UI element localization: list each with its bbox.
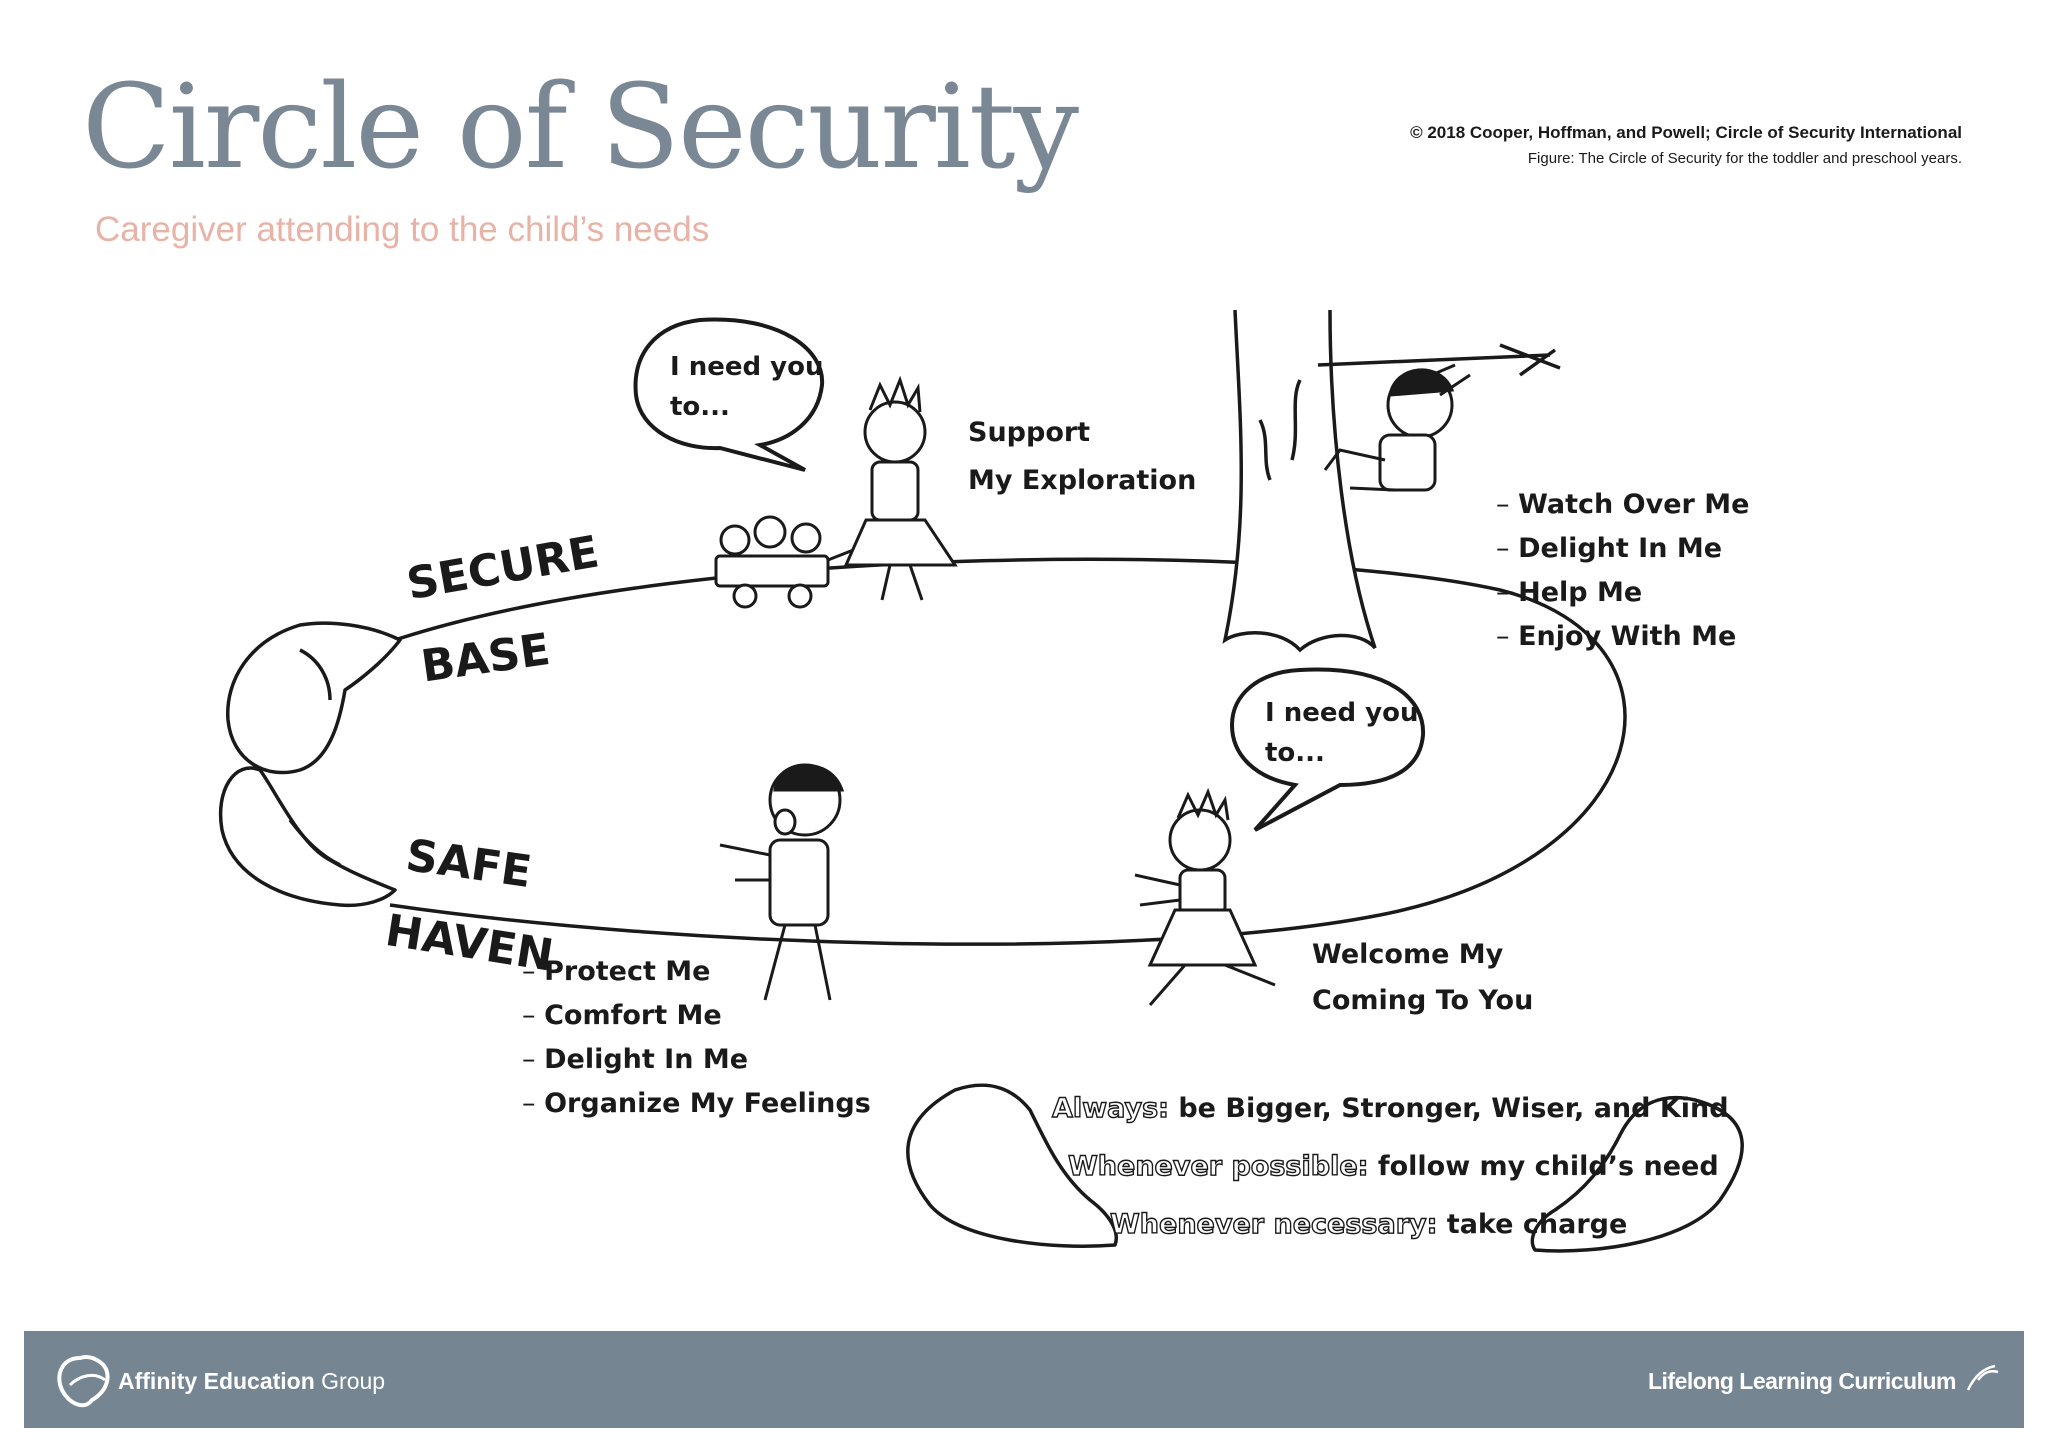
footer-bar (24, 1331, 2024, 1428)
page-subtitle: Caregiver attending to the child’s needs (95, 210, 710, 249)
support-exploration-label: Support My Exploration (968, 417, 1197, 496)
security-circle (389, 557, 1627, 946)
list-item: Delight In Me (1496, 527, 1749, 571)
caregiver-hands-bottom-icon (906, 1083, 1744, 1253)
girl-running-icon (1134, 787, 1276, 1006)
safe-haven-needs-list: Protect Me Comfort Me Delight In Me Orga… (522, 950, 871, 1126)
secure-base-needs-list: Watch Over Me Delight In Me Help Me Enjo… (1496, 483, 1749, 659)
girl-exploring-icon (843, 375, 958, 601)
list-item: Delight In Me (522, 1038, 871, 1082)
tree-icon (1222, 309, 1561, 653)
curriculum-brand: Lifelong Learning Curriculum (1647, 1368, 1957, 1394)
list-item: Comfort Me (522, 994, 871, 1038)
rule-always: Always: be Bigger, Stronger, Wiser, and … (1051, 1092, 1729, 1124)
list-item: Protect Me (522, 950, 871, 994)
copyright-notice: © 2018 Cooper, Hoffman, and Powell; Circ… (1410, 123, 1962, 142)
figure-caption: Figure: The Circle of Security for the t… (1527, 150, 1962, 167)
caregiver-hands-icon (218, 621, 402, 908)
rule-whenever-necessary: Whenever necessary: take charge (1109, 1208, 1628, 1240)
crying-boy-icon (719, 763, 845, 1001)
list-item: Organize My Feelings (522, 1082, 871, 1126)
speech-bubble-top (633, 317, 825, 472)
list-item: Watch Over Me (1496, 483, 1749, 527)
page-title: Circle of Security (82, 60, 1079, 195)
wagon-icon (714, 515, 867, 609)
welcome-label: Welcome My Coming To You (1312, 939, 1534, 1016)
affinity-brand: Affinity Education Group (118, 1368, 386, 1394)
speech-bubble-bottom (1229, 667, 1426, 832)
bubble-bottom-text: I need you to... (1265, 698, 1419, 768)
list-item: Help Me (1496, 571, 1749, 615)
bubble-top-text: I need you to... (670, 352, 824, 422)
boy-climbing-icon (1323, 363, 1471, 492)
list-item: Enjoy With Me (1496, 615, 1749, 659)
rule-whenever-possible: Whenever possible: follow my child’s nee… (1067, 1150, 1719, 1182)
